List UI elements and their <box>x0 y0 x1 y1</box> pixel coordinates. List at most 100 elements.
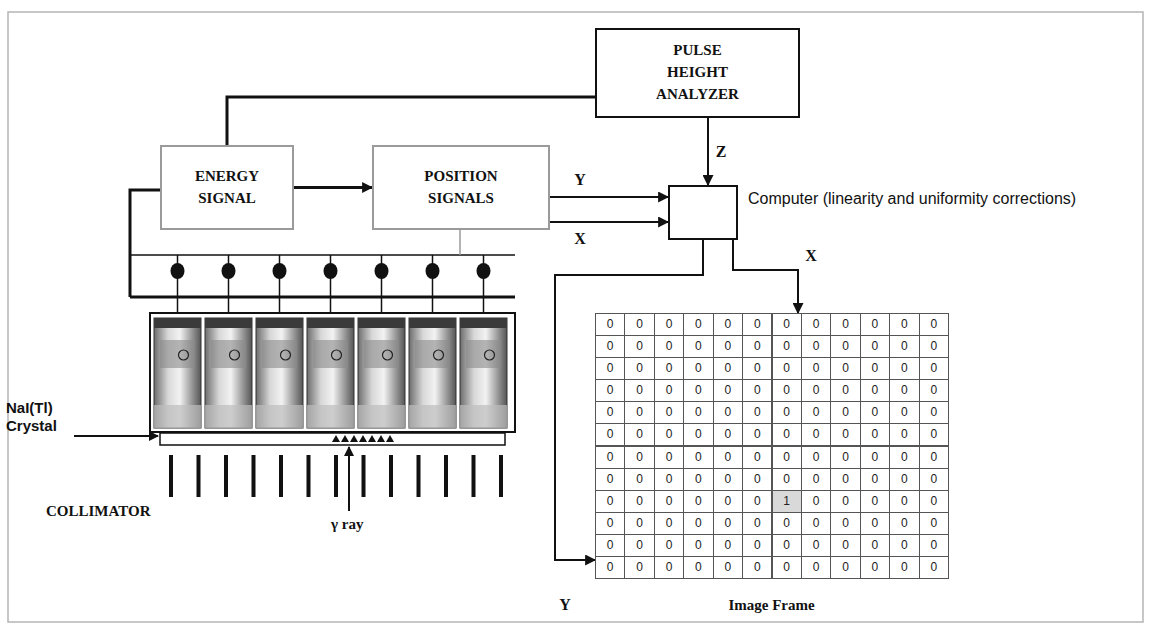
crystal-leader-arrow <box>74 435 158 437</box>
signal-connector <box>707 118 709 185</box>
table-cell: 0 <box>713 468 743 491</box>
table-cell: 0 <box>595 357 625 380</box>
table-cell: 0 <box>830 534 860 557</box>
table-cell: 0 <box>860 357 890 380</box>
table-cell: 0 <box>889 423 919 446</box>
table-cell: 0 <box>889 313 919 336</box>
table-cell: 0 <box>595 313 625 336</box>
table-cell: 0 <box>742 534 772 557</box>
process-box: ENERGY SIGNAL <box>160 145 294 230</box>
signal-name: Z <box>714 143 729 161</box>
table-cell: 0 <box>713 401 743 424</box>
table-cell: 0 <box>654 490 684 513</box>
table-cell: 0 <box>919 534 949 557</box>
signal-connector <box>555 240 703 560</box>
node-caption: Computer (linearity and uniformity corre… <box>748 187 1138 210</box>
table-cell: 0 <box>919 379 949 402</box>
table-cell: 0 <box>772 534 802 557</box>
table-cell: 0 <box>595 468 625 491</box>
table-cell: 0 <box>595 534 625 557</box>
table-cell: 0 <box>713 357 743 380</box>
table-cell: 0 <box>801 534 831 557</box>
table-cell: 0 <box>683 335 713 358</box>
table-cell: 0 <box>683 468 713 491</box>
signal-name: Y <box>572 171 588 189</box>
table-cell: 0 <box>595 379 625 402</box>
table-cell: 0 <box>919 468 949 491</box>
table-cell: 0 <box>654 423 684 446</box>
table-cell: 0 <box>683 490 713 513</box>
table-cell: 0 <box>889 556 919 579</box>
pmt-bus-thin <box>130 254 515 256</box>
table-cell: 0 <box>654 335 684 358</box>
table-cell: 0 <box>683 357 713 380</box>
table-cell: 0 <box>595 556 625 579</box>
table-cell: 0 <box>654 313 684 336</box>
table-cell: 0 <box>830 423 860 446</box>
table-cell: 0 <box>742 379 772 402</box>
table-cell: 0 <box>830 468 860 491</box>
table-cell: 0 <box>860 556 890 579</box>
table-cell: 0 <box>742 446 772 469</box>
table-cell: 0 <box>801 556 831 579</box>
table-cell: 0 <box>624 335 654 358</box>
table-cell: 0 <box>801 401 831 424</box>
scintillation-light <box>332 435 394 442</box>
table-cell: 0 <box>919 490 949 513</box>
table-cell: 0 <box>830 556 860 579</box>
signal-name: X <box>803 247 819 265</box>
table-cell: 0 <box>801 379 831 402</box>
table-cell: 0 <box>889 468 919 491</box>
part-label: NaI(Tl) Crystal <box>6 399 76 435</box>
table-cell: 0 <box>919 313 949 336</box>
table-cell: 0 <box>889 357 919 380</box>
table-cell: 0 <box>860 313 890 336</box>
table-cell: 0 <box>801 423 831 446</box>
table-cell: 0 <box>742 357 772 380</box>
table-cell: 0 <box>713 423 743 446</box>
nai-crystal <box>160 433 505 445</box>
table-cell: 0 <box>772 556 802 579</box>
table-cell: 0 <box>683 512 713 535</box>
table-cell: 0 <box>742 490 772 513</box>
table-cell: 0 <box>801 335 831 358</box>
table-cell: 0 <box>624 512 654 535</box>
table-cell: 0 <box>654 357 684 380</box>
table-cell: 0 <box>772 379 802 402</box>
table-cell: 0 <box>830 446 860 469</box>
signal-connector <box>733 240 798 313</box>
table-cell: 0 <box>654 556 684 579</box>
outer-frame <box>8 12 1143 622</box>
table-cell: 0 <box>919 446 949 469</box>
table-cell: 0 <box>624 556 654 579</box>
node-outline <box>668 185 738 240</box>
table-cell: 0 <box>860 446 890 469</box>
table-cell: 0 <box>624 468 654 491</box>
signal-connector <box>227 97 595 145</box>
table-cell: 0 <box>801 512 831 535</box>
pmt-bus-thick <box>130 296 515 299</box>
detector-housing <box>150 313 515 432</box>
table-cell: 0 <box>830 401 860 424</box>
table-cell: 0 <box>713 335 743 358</box>
table-cell: 0 <box>624 313 654 336</box>
signal-connector <box>550 221 668 223</box>
table-cell: 0 <box>772 313 802 336</box>
table-cell: 0 <box>860 379 890 402</box>
table-cell: 0 <box>683 423 713 446</box>
table-cell: 0 <box>772 423 802 446</box>
table-cell: 0 <box>860 490 890 513</box>
table-cell: 0 <box>860 534 890 557</box>
table-cell: 0 <box>713 490 743 513</box>
table-cell: 0 <box>742 313 772 336</box>
photomultiplier-tubes <box>154 255 507 428</box>
table-cell: 0 <box>860 423 890 446</box>
table-cell: 0 <box>772 357 802 380</box>
table-cell: 0 <box>801 357 831 380</box>
table-cell: 0 <box>742 423 772 446</box>
table-cell: 0 <box>742 335 772 358</box>
table-cell: 0 <box>889 512 919 535</box>
table-cell: 0 <box>654 534 684 557</box>
collimator-septa <box>169 455 503 497</box>
